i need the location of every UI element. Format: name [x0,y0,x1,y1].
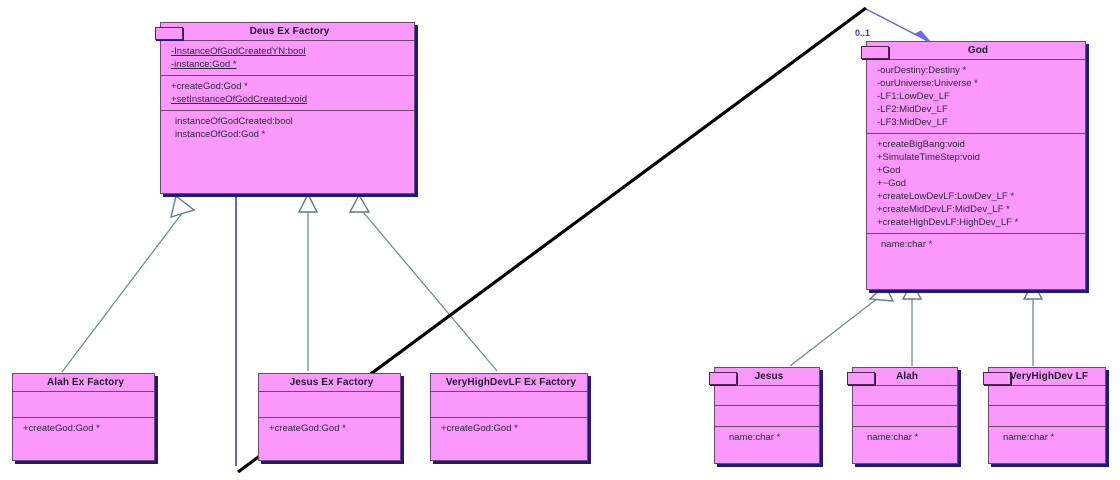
member-row: -LF1:LowDev_LF [877,91,950,102]
member-row: +createGod:God * [171,81,248,92]
class-tab-icon [709,372,737,385]
class-title-god: God [867,42,1085,60]
class-tab-icon [983,372,1011,385]
generalization-veryhighdevlf-factory-to-deus[interactable] [348,193,498,372]
member-row: +SimulateTimeStep:void [877,152,980,163]
member-row: +createBigBang:void [877,139,965,150]
class-box-deus-ex-factory[interactable]: Deus Ex Factory -InstanceOfGodCreatedYN:… [155,22,415,194]
class-attributes-jesus [715,386,819,406]
member-row: +createHighDevLF:HighDev_LF * [877,217,1019,228]
class-properties-veryhighdev-lf: name:char * [989,427,1105,448]
class-title-deus-ex-factory: Deus Ex Factory [161,23,414,41]
class-attributes-jesus-ex-factory [259,392,400,418]
class-attributes-veryhighdevlf-ex-factory [431,392,587,418]
class-box-alah-ex-factory[interactable]: Alah Ex Factory +createGod:God * [12,373,155,461]
class-box-alah[interactable]: Alah name:char * [847,367,958,464]
member-row: +God [877,165,901,176]
member-row: +setInstanceOfGodCreated:void [171,94,307,105]
class-tab-icon [861,46,889,59]
generalization-jesus-factory-to-deus[interactable] [297,192,319,371]
member-row: +createLowDevLF:LowDev_LF * [877,191,1015,202]
class-properties-god: name:char * [867,234,1085,255]
class-operations-alah-ex-factory: +createGod:God * [13,418,154,439]
member-row: instanceOfGod:God * [175,129,266,140]
class-attributes-god: -ourDestiny:Destiny * -ourUniverse:Unive… [867,60,1085,134]
member-row: name:char * [867,432,919,443]
class-title-alah: Alah [853,368,957,386]
member-row: name:char * [1003,432,1055,443]
member-row: -LF3:MidDev_LF [877,117,948,128]
class-attributes-alah-ex-factory [13,392,154,418]
class-attributes-deus-ex-factory: -InstanceOfGodCreatedYN:bool -instance:G… [161,41,414,76]
class-properties-alah: name:char * [853,427,957,448]
member-row: +~God [877,178,907,189]
class-properties-deus-ex-factory: instanceOfGodCreated:bool instanceOfGod:… [161,111,414,145]
member-row: -ourDestiny:Destiny * [877,65,967,76]
class-operations-deus-ex-factory: +createGod:God * +setInstanceOfGodCreate… [161,76,414,111]
multiplicity-label-0-1: 0..1 [855,28,871,38]
class-box-jesus[interactable]: Jesus name:char * [709,367,820,464]
member-row: instanceOfGodCreated:bool [175,116,293,127]
generalization-alah-factory-to-deus[interactable] [61,194,196,373]
member-row: -LF2:MidDev_LF [877,104,948,115]
member-row: -ourUniverse:Universe * [877,78,978,89]
class-title-alah-ex-factory: Alah Ex Factory [13,374,154,392]
class-title-jesus-ex-factory: Jesus Ex Factory [259,374,400,392]
member-row: -instance:God * [171,59,237,70]
member-row: -InstanceOfGodCreatedYN:bool [171,46,306,57]
member-row: +createGod:God * [441,423,518,434]
class-properties-jesus: name:char * [715,427,819,448]
generalization-veryhighdevlf-to-god[interactable] [1022,280,1044,366]
class-title-veryhighdev-lf: VeryHighDev LF [989,368,1105,386]
member-row: +createGod:God * [269,423,346,434]
class-box-jesus-ex-factory[interactable]: Jesus Ex Factory +createGod:God * [258,373,401,461]
class-operations-god: +createBigBang:void +SimulateTimeStep:vo… [867,134,1085,234]
member-row: +createMidDevLF:MidDev_LF * [877,204,1010,215]
class-box-veryhighdevlf-ex-factory[interactable]: VeryHighDevLF Ex Factory +createGod:God … [430,373,588,461]
class-operations-jesus [715,406,819,427]
class-box-god[interactable]: God -ourDestiny:Destiny * -ourUniverse:U… [861,41,1086,290]
generalization-jesus-to-god[interactable] [789,283,895,367]
class-operations-veryhighdevlf-ex-factory: +createGod:God * [431,418,587,439]
member-row: name:char * [729,432,781,443]
class-attributes-alah [853,386,957,406]
generalization-alah-to-god[interactable] [901,280,923,366]
class-box-veryhighdev-lf[interactable]: VeryHighDev LF name:char * [983,367,1106,464]
class-operations-jesus-ex-factory: +createGod:God * [259,418,400,439]
class-operations-veryhighdev-lf [989,406,1105,427]
class-tab-icon [847,372,875,385]
member-row: name:char * [881,239,933,250]
class-tab-icon [155,27,183,40]
class-attributes-veryhighdev-lf [989,386,1105,406]
class-title-veryhighdevlf-ex-factory: VeryHighDevLF Ex Factory [431,374,587,392]
class-operations-alah [853,406,957,427]
member-row: +createGod:God * [23,423,100,434]
